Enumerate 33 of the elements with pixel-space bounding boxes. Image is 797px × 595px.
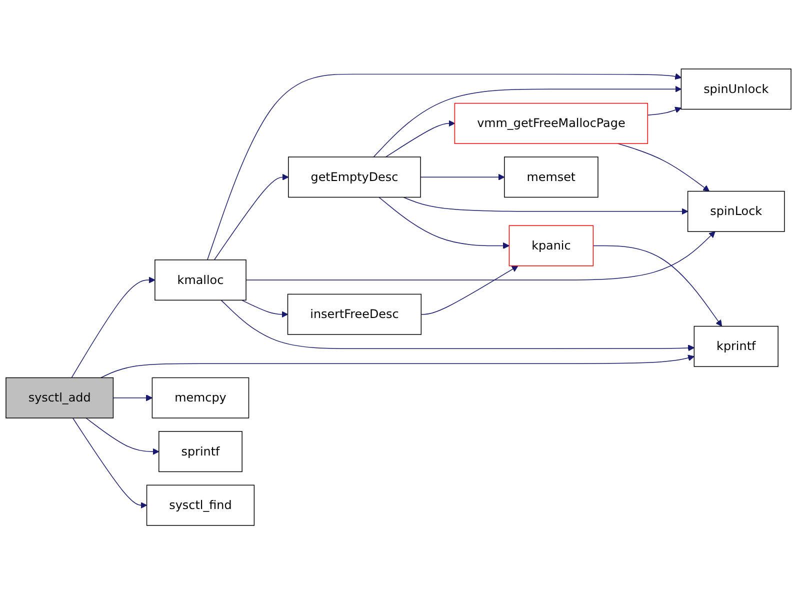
node-box xyxy=(152,378,250,419)
arrow xyxy=(100,354,694,378)
arrow xyxy=(207,74,682,261)
arrow xyxy=(420,266,518,316)
arrow xyxy=(378,197,510,250)
node-box xyxy=(454,103,648,144)
arrow xyxy=(86,418,160,456)
call-graph: sysctl_add kmalloc memcpy sprintf sysctl_find getEmptyDesc insertFreeDesc vmm_getFreeMallocPage memset spinUnlock spinLock kpanic kprintf xyxy=(0,63,797,532)
arrow xyxy=(420,174,505,181)
arrow xyxy=(246,232,716,281)
node-box xyxy=(694,326,778,368)
node-box xyxy=(508,226,594,267)
arrow xyxy=(214,174,289,261)
node-box xyxy=(158,431,242,472)
arrow xyxy=(385,120,456,158)
node-box xyxy=(680,68,792,110)
node-box xyxy=(6,378,114,419)
arrow xyxy=(112,394,152,402)
node-box xyxy=(504,156,598,198)
arrow xyxy=(71,277,156,378)
node-box xyxy=(687,191,785,232)
arrow xyxy=(403,197,688,215)
node-box xyxy=(154,260,246,301)
node-box xyxy=(146,485,255,526)
arrow xyxy=(373,86,682,158)
arrow xyxy=(647,107,682,116)
arrow xyxy=(72,418,148,509)
node-box xyxy=(287,294,422,336)
arrow xyxy=(220,300,694,352)
arrow xyxy=(241,300,288,318)
arrow xyxy=(617,143,710,192)
arrow xyxy=(592,246,722,327)
node-box xyxy=(288,156,421,198)
